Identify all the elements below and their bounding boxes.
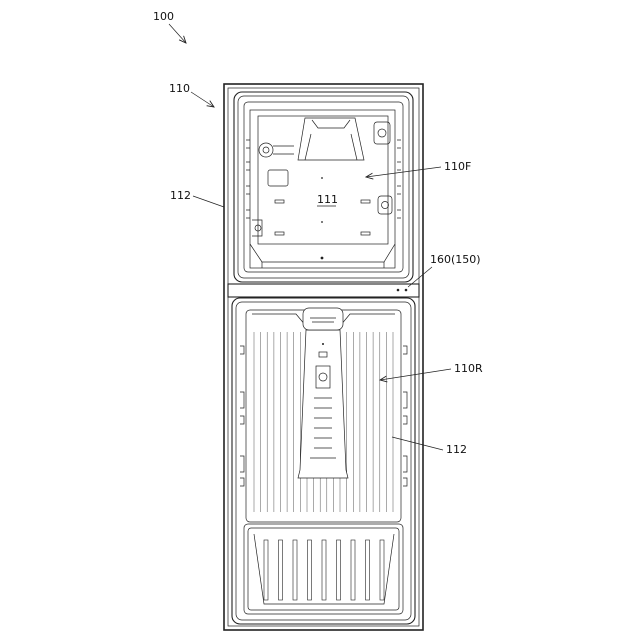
label-inner-mark: 111 — [317, 193, 338, 206]
inner-mark-label: 111 — [317, 193, 338, 206]
label-liner-left: 112 — [170, 189, 224, 207]
mullion-label: 160(150) — [430, 253, 481, 266]
label-device: 100 — [153, 10, 186, 43]
cold-air-duct — [298, 308, 348, 478]
device-label: 100 — [153, 10, 174, 23]
body-label: 110 — [169, 82, 190, 95]
label-body: 110 — [169, 82, 214, 107]
freezer-compartment — [234, 92, 413, 282]
liner-right-label: 112 — [446, 443, 467, 456]
label-fridge: 110R — [380, 362, 483, 380]
freezer-label: 110F — [444, 160, 471, 173]
liner-left-label: 112 — [170, 189, 191, 202]
mullion-partition — [228, 284, 419, 297]
label-liner-right: 112 — [392, 437, 467, 456]
fridge-label: 110R — [454, 362, 483, 375]
